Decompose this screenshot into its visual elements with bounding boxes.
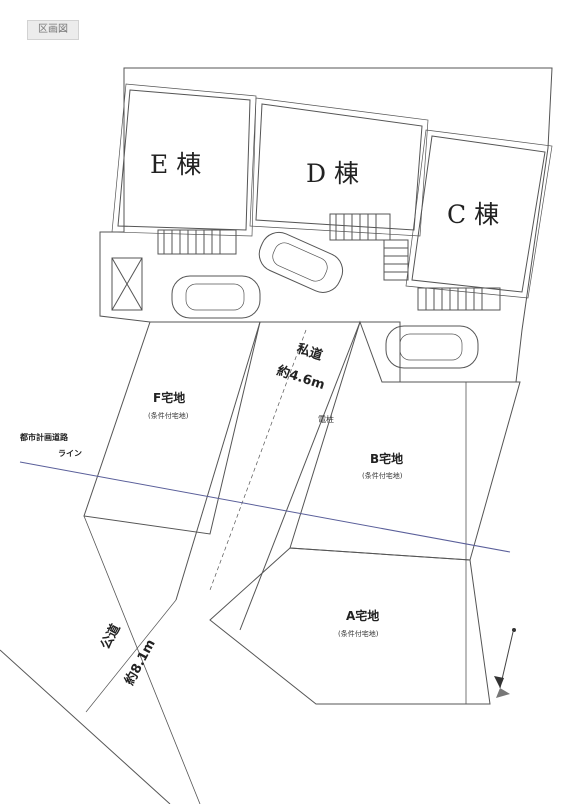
lot-f-outline [83,321,261,535]
north-arrow-icon [494,628,516,698]
car-parking-1 [171,275,261,319]
city-plan-label-line2: ライン [58,449,82,458]
city-plan-label-line1: 都市計画道路 [19,432,69,442]
lot-a-condition: (条件付宅地) [338,629,379,638]
private-road-edge-right [239,321,361,631]
utility-pole-label: 電柱 [318,414,334,424]
lot-b-label: B宅地 [370,451,403,466]
private-road-edge-left [175,321,261,601]
private-road-width: 約4.6m [275,363,327,394]
public-road-label: 公道 [97,621,123,651]
building-e-label: E 棟 [150,150,201,179]
lot-a-label: A宅地 [346,608,379,623]
lot-a-outline [209,547,491,705]
private-road-label: 私道 [295,341,325,364]
lot-f-label: F宅地 [153,390,185,405]
lot-b-condition: (条件付宅地) [362,471,403,480]
building-d-label: D 棟 [306,159,359,188]
building-d-outline [255,103,423,231]
building-c-label: C 棟 [447,200,499,229]
map-title-tag: 区画図 [27,20,79,40]
car-parking-3 [385,325,479,369]
stair-e [157,229,237,255]
lot-b-outline [289,320,521,561]
building-c-outline [411,135,546,293]
storage-box [111,257,143,311]
lot-f-condition: (条件付宅地) [148,411,189,420]
city-plan-line [19,461,511,553]
stair-c [417,287,501,311]
stair-d [329,213,409,281]
public-road-edge-lower [0,649,171,804]
public-road-edge-upper [83,515,201,804]
car-parking-2 [258,231,344,293]
building-e-outline [117,89,251,231]
